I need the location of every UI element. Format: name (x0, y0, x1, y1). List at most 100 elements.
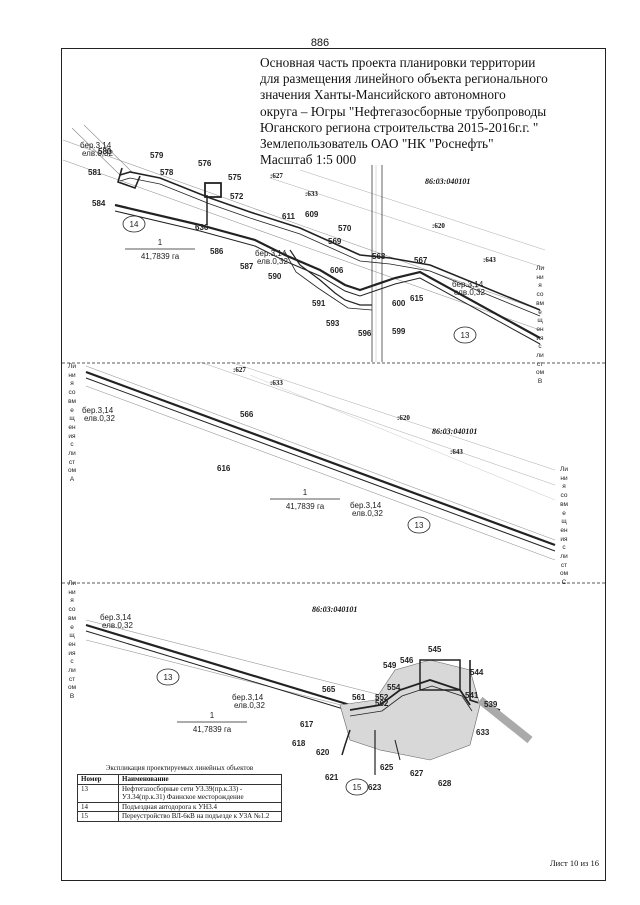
legend-num: 15 (77, 811, 119, 822)
svg-text:554: 554 (387, 683, 401, 692)
svg-text:14: 14 (130, 220, 139, 229)
cadastral-block-label: 86:03:040101 (425, 177, 470, 186)
svg-text:617: 617 (300, 720, 314, 729)
svg-text:584: 584 (92, 199, 106, 208)
elevation-label: елв.0,32 (102, 621, 133, 630)
cadastral-block-label: 86:03:040101 (312, 605, 357, 614)
svg-text:567: 567 (414, 256, 428, 265)
legend-table: Экспликация проектируемых линейных объек… (77, 764, 282, 822)
parcel-label: :643 (483, 256, 496, 264)
svg-text:570: 570 (338, 224, 352, 233)
svg-text:590: 590 (268, 272, 282, 281)
page-number: 886 (310, 37, 330, 49)
route-marker: 13 (156, 668, 180, 686)
svg-text:539: 539 (484, 700, 498, 709)
svg-text:611: 611 (282, 212, 295, 221)
drawing-frame (61, 48, 606, 881)
title-line: Юганского региона строительства 2015-201… (260, 119, 539, 135)
svg-text:562: 562 (375, 699, 389, 708)
point-labels-top: 580 579 578 581 584 576 575 572 611 609 … (88, 147, 428, 338)
legend-name: Подъездная автодорога к УН3.4 (118, 801, 282, 812)
area-value: 41,7839 га (286, 502, 325, 511)
svg-text:609: 609 (305, 210, 319, 219)
elevation-label: елв.0,32 (454, 288, 485, 297)
scale-line: Масштаб 1:5 000 (260, 152, 357, 168)
svg-text:541: 541 (465, 691, 479, 700)
svg-text:591: 591 (312, 299, 326, 308)
panel-bottom (62, 582, 606, 775)
elevation-label: елв.0,32 (84, 414, 115, 423)
elevation-label: елв.0,32 (82, 149, 113, 158)
legend-caption: Экспликация проектируемых линейных объек… (105, 764, 254, 772)
parcel-label: :620 (432, 222, 445, 230)
legend-name: Переустройство ВЛ-6кВ на подъезде к УЗА … (118, 811, 282, 822)
svg-text:620: 620 (316, 748, 330, 757)
title-line: значения Ханты-Мансийского автономного (260, 87, 506, 103)
title-line: для размещения линейного объекта региона… (260, 71, 548, 87)
parcel-label: :627 (270, 172, 283, 180)
bank-label: бер.3,14 (350, 501, 382, 510)
route-marker: 13 (453, 326, 477, 344)
area-value: 41,7839 га (193, 725, 232, 734)
cadastral-block-label: 86:03:040101 (432, 427, 477, 436)
svg-text:628: 628 (438, 779, 452, 788)
svg-text:15: 15 (353, 783, 362, 792)
svg-text:546: 546 (400, 656, 414, 665)
svg-text:552: 552 (375, 693, 389, 702)
svg-text:625: 625 (380, 763, 394, 772)
legend-num: 14 (77, 801, 119, 812)
svg-text:13: 13 (164, 673, 173, 682)
svg-text:568: 568 (372, 252, 386, 261)
svg-text:549: 549 (383, 661, 397, 670)
title-line: округа – Югры "Нефтегазосборные трубопро… (260, 103, 547, 119)
route-marker: 13 (407, 516, 431, 534)
area-number: 1 (210, 711, 215, 720)
parcel-label: :643 (450, 448, 463, 456)
svg-text:615: 615 (410, 294, 424, 303)
area-number: 1 (303, 488, 308, 497)
svg-text:565: 565 (322, 685, 336, 694)
svg-text:621: 621 (325, 773, 339, 782)
svg-text:599: 599 (392, 327, 406, 336)
svg-text:606: 606 (330, 266, 344, 275)
svg-text:545: 545 (428, 645, 442, 654)
legend-header: Наименование (118, 774, 282, 785)
bank-label: бер.3,14 (100, 613, 132, 622)
svg-text:578: 578 (160, 168, 174, 177)
svg-text:580: 580 (98, 147, 112, 156)
svg-text:623: 623 (368, 783, 382, 792)
bank-label: бер.3,14 (452, 280, 484, 289)
area-label: 1 41,7839 га (270, 488, 340, 511)
svg-text:544: 544 (470, 668, 484, 677)
svg-text:561: 561 (352, 693, 366, 702)
elevation-label: елв.0,32 (257, 257, 288, 266)
legend-num: 13 (77, 783, 119, 803)
svg-text:633: 633 (476, 728, 490, 737)
svg-text:600: 600 (392, 299, 406, 308)
svg-text:569: 569 (328, 237, 342, 246)
svg-text:575: 575 (228, 173, 242, 182)
svg-text:586: 586 (210, 247, 224, 256)
bank-label: бер.3,14 (80, 141, 112, 150)
svg-text:13: 13 (415, 521, 424, 530)
area-label: 1 41,7839 га (177, 711, 247, 734)
panel-middle (62, 361, 606, 561)
area-value: 41,7839 га (141, 252, 180, 261)
elevation-label: елв.0,32 (234, 701, 265, 710)
svg-text:587: 587 (240, 262, 254, 271)
svg-text:616: 616 (217, 464, 231, 473)
legend-header: Номер (77, 774, 119, 785)
svg-text:581: 581 (88, 168, 102, 177)
svg-text:618: 618 (292, 739, 306, 748)
title-line: Землепользователь ОАО "НК "Роснефть" (260, 136, 494, 152)
area-number: 1 (158, 238, 163, 247)
svg-text:593: 593 (326, 319, 340, 328)
bank-label: бер.3,14 (255, 249, 287, 258)
svg-text:13: 13 (461, 331, 470, 340)
svg-text:627: 627 (410, 769, 424, 778)
point-labels-middle: 566 616 (217, 410, 254, 473)
svg-text:576: 576 (198, 159, 212, 168)
